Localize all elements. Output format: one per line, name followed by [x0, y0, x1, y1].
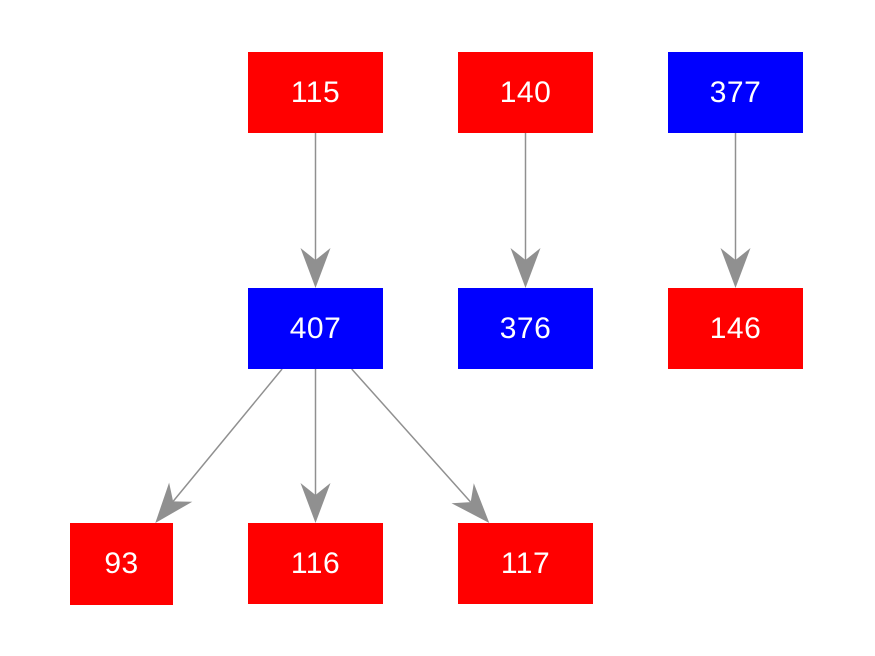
node-label: 93: [104, 547, 139, 580]
node-116: 116: [248, 523, 383, 604]
node-377: 377: [668, 52, 803, 133]
arrowhead-icon: [720, 248, 751, 288]
node-93: 93: [70, 523, 173, 605]
arrowhead-icon: [510, 248, 541, 288]
node-407: 407: [248, 288, 383, 369]
node-140: 140: [458, 52, 593, 133]
node-label: 376: [499, 311, 552, 345]
node-376: 376: [458, 288, 593, 369]
arrowhead-icon: [451, 483, 490, 523]
arrowhead-icon: [300, 483, 331, 523]
node-label: 377: [709, 75, 762, 109]
edge-line-407-117: [351, 368, 472, 503]
arrowhead-icon: [300, 248, 331, 288]
node-146: 146: [668, 288, 803, 369]
arrowhead-icon: [155, 482, 193, 523]
node-label: 146: [709, 311, 762, 345]
node-label: 115: [290, 75, 341, 109]
node-117: 117: [458, 523, 593, 604]
node-label: 407: [289, 311, 342, 345]
node-label: 116: [290, 546, 341, 580]
node-label: 117: [500, 546, 551, 580]
edge-line-407-93: [172, 368, 283, 502]
node-115: 115: [248, 52, 383, 133]
node-label: 140: [499, 75, 552, 109]
